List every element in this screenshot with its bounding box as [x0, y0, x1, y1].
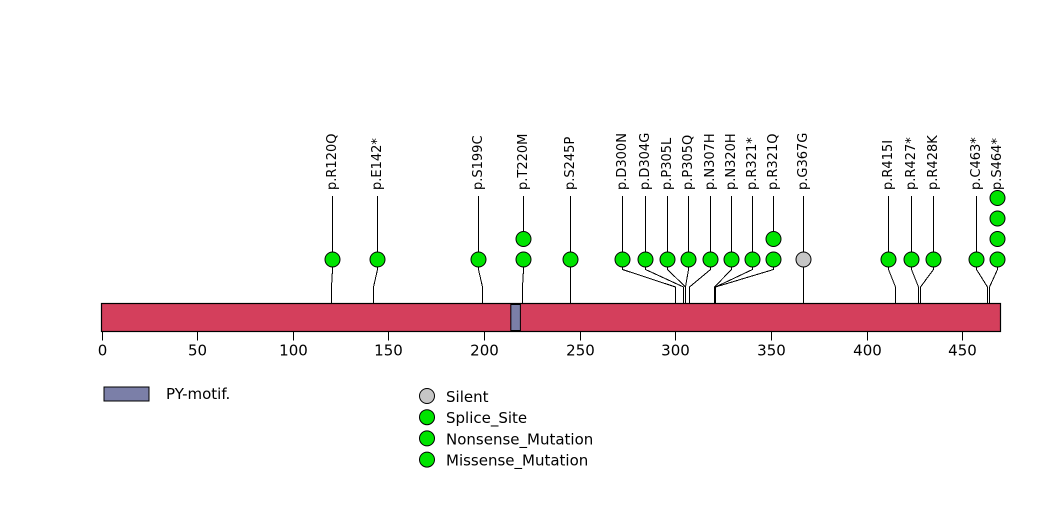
mutation-marker-pS245P[interactable] — [562, 251, 579, 268]
mutation-label-pR321Q: p.R321Q — [766, 134, 781, 190]
mutation-marker-pS464[interactable] — [989, 231, 1006, 247]
mutation-marker-pS464[interactable] — [989, 190, 1006, 206]
mutation-marker-pP305Q[interactable] — [680, 251, 697, 268]
x-axis-tick-label: 300 — [661, 342, 690, 360]
x-axis-tick-label: 100 — [279, 342, 308, 360]
mutation-marker-pS199C[interactable] — [470, 251, 487, 268]
mutation-label-pT220M: p.T220M — [516, 134, 531, 190]
x-axis-tick-label: 0 — [98, 342, 108, 360]
mutation-label-pP305L: p.P305L — [660, 137, 675, 190]
x-axis-tick-label: 150 — [374, 342, 403, 360]
x-axis-tick-label: 200 — [470, 342, 499, 360]
mutation-marker-pR321Q[interactable] — [765, 251, 782, 268]
mutation-label-pR321: p.R321* — [745, 137, 760, 190]
mutation-label-pD300N: p.D300N — [615, 133, 630, 190]
mutation-marker-pR427[interactable] — [903, 251, 920, 268]
x-axis-tick-label: 250 — [566, 342, 595, 360]
mutation-marker-pR415I[interactable] — [880, 251, 897, 268]
lollipop-markers-group — [324, 190, 1006, 268]
mutation-label-pR428K: p.R428K — [926, 135, 941, 190]
mutation-label-pD304G: p.D304G — [638, 133, 653, 190]
mutation-label-pR427: p.R427* — [904, 137, 919, 190]
x-axis-group: 0 50 100 150 200 250 300 350 400 450 — [98, 331, 977, 360]
mutation-label-pR120Q: p.R120Q — [325, 134, 340, 190]
protein-domain-1[interactable] — [510, 304, 521, 331]
mutation-marker-pS464[interactable] — [989, 251, 1006, 268]
mutation-label-pS245P: p.S245P — [563, 137, 578, 190]
mutation-label-pS464: p.S464* — [990, 138, 1005, 190]
legend-domain-label: PY-motif. — [166, 385, 230, 403]
mutation-label-pN307H: p.N307H — [703, 133, 718, 190]
legend-domain-swatch[interactable] — [103, 386, 150, 402]
mutation-marker-pD304G[interactable] — [637, 251, 654, 268]
legend-label-nonsense_mutation: Nonsense_Mutation — [446, 430, 593, 449]
mutation-marker-pN307H[interactable] — [702, 251, 719, 268]
x-axis-tick-label: 350 — [757, 342, 786, 360]
mutation-label-pS199C: p.S199C — [471, 135, 486, 190]
mutation-marker-pP305L[interactable] — [659, 251, 676, 268]
mutation-label-pG367G: p.G367G — [796, 133, 811, 190]
legend-label-missense_mutation: Missense_Mutation — [446, 452, 588, 471]
x-axis-tick-label: 50 — [188, 342, 207, 360]
mutation-marker-pR321Q[interactable] — [765, 231, 782, 247]
x-axis-tick-label: 400 — [853, 342, 882, 360]
mutation-marker-pT220M[interactable] — [515, 251, 532, 268]
mutation-label-pN320H: p.N320H — [724, 133, 739, 190]
legend-marker-nonsense_mutation[interactable] — [419, 430, 435, 447]
protein-bar-group — [100, 302, 1002, 333]
mutation-labels-group: p.R120Q p.E142* p.S199C p.T220M p.S245P p.D30… — [325, 133, 1005, 190]
mutation-label-pP305Q: p.P305Q — [681, 135, 696, 190]
legend-marker-splice_site[interactable] — [419, 409, 435, 426]
legend-group: PY-motif. SilentSplice_SiteNonsense_Mutat… — [103, 385, 593, 471]
mutation-marker-pR428K[interactable] — [925, 251, 942, 268]
mutation-marker-pE142[interactable] — [369, 251, 386, 268]
mutation-marker-pC463[interactable] — [968, 251, 985, 268]
mutation-marker-pT220M[interactable] — [515, 231, 532, 247]
protein-backbone-bar — [100, 302, 1002, 333]
mutation-marker-pG367G[interactable] — [795, 251, 812, 268]
legend-label-silent: Silent — [446, 388, 489, 406]
mutation-label-pR415I: p.R415I — [881, 140, 896, 190]
mutation-marker-pS464[interactable] — [989, 210, 1006, 227]
mutation-marker-pD300N[interactable] — [614, 251, 631, 268]
legend-label-splice_site: Splice_Site — [446, 409, 527, 428]
legend-marker-silent[interactable] — [419, 388, 435, 404]
mutation-marker-pN320H[interactable] — [723, 251, 740, 268]
mutation-marker-pR321[interactable] — [744, 251, 761, 268]
mutation-label-pC463: p.C463* — [969, 137, 984, 190]
x-axis-tick-label: 450 — [948, 342, 977, 360]
mutation-marker-pR120Q[interactable] — [324, 251, 341, 268]
legend-marker-missense_mutation[interactable] — [419, 451, 435, 468]
protein-domains-group — [510, 304, 521, 331]
mutation-label-pE142: p.E142* — [370, 138, 385, 190]
